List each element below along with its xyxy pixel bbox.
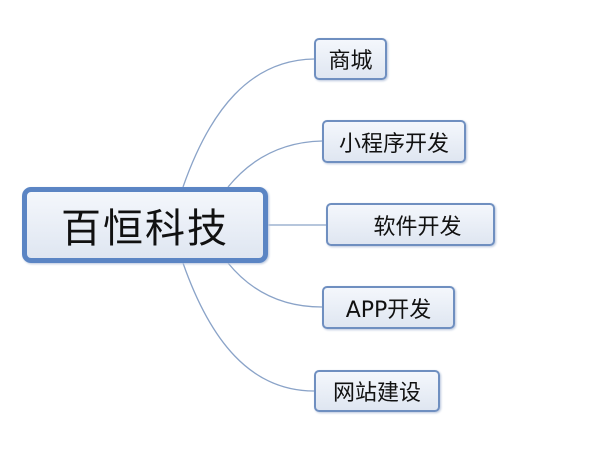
connector-app xyxy=(227,262,323,308)
branch-miniprogram[interactable]: 小程序开发 xyxy=(322,120,466,163)
branch-website[interactable]: 网站建设 xyxy=(314,370,440,412)
branch-app[interactable]: APP开发 xyxy=(322,286,455,329)
branch-software[interactable]: 软件开发 xyxy=(326,203,495,246)
branch-shop[interactable]: 商城 xyxy=(314,38,387,80)
connector-miniprogram xyxy=(227,140,323,188)
central-topic[interactable]: 百恒科技 xyxy=(22,187,268,263)
connector-shop xyxy=(182,58,315,188)
connector-website xyxy=(182,262,315,392)
